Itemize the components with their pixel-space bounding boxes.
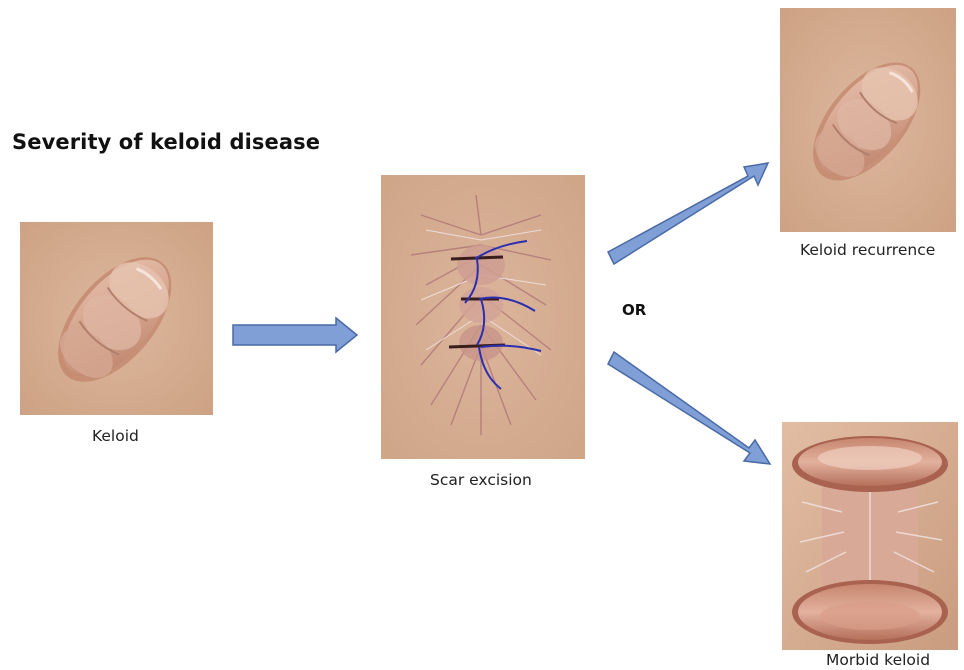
arrow-excision-to-morbid [608,352,770,464]
arrow-excision-to-recurrence [608,163,768,264]
arrow-keloid-to-excision [233,318,357,352]
